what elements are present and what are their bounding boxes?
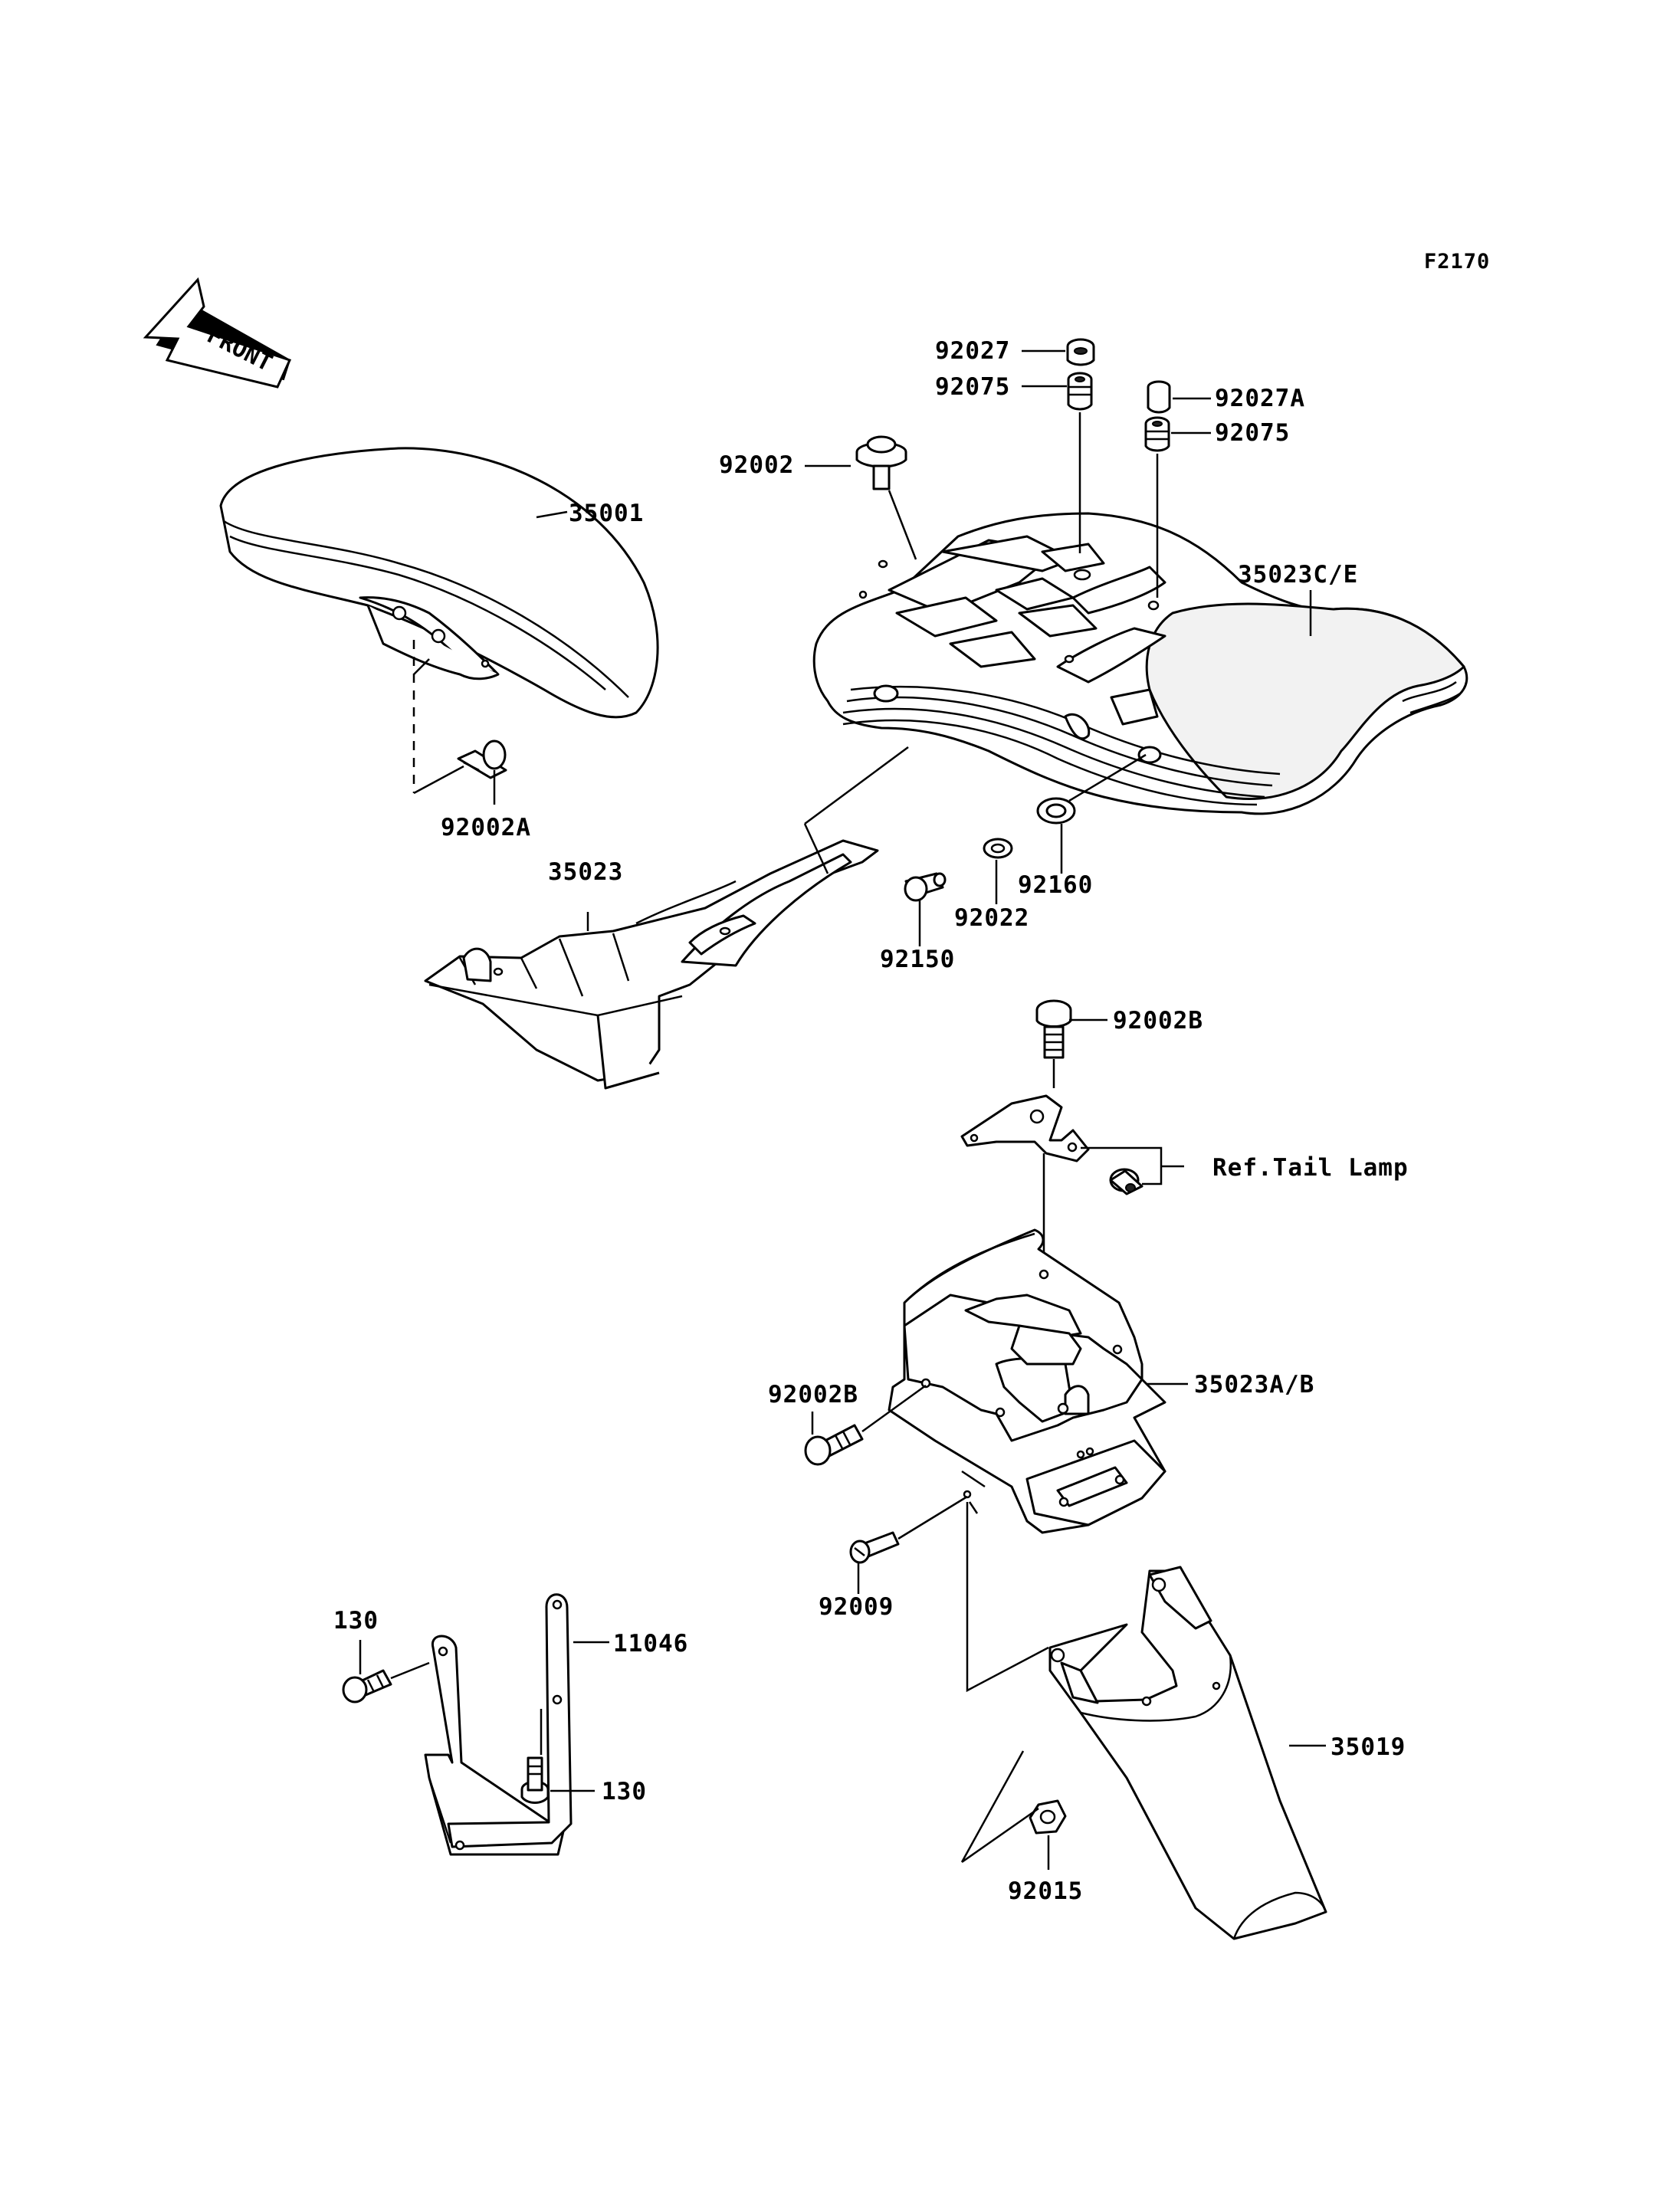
label-35023AB: 35023A/B [1194, 1371, 1314, 1399]
leader-35001 [536, 510, 568, 519]
leader-ref-tail-lamp [1081, 1146, 1184, 1185]
washer-92022-icon [983, 838, 1013, 859]
leader-92002-down [888, 490, 917, 560]
label-130-top: 130 [333, 1607, 379, 1635]
collar-92150-icon [904, 872, 947, 902]
inner-tray-35023 [424, 839, 879, 1090]
label-92009: 92009 [819, 1593, 894, 1621]
label-35023: 35023 [548, 858, 623, 886]
bolt-92002B-left-icon [804, 1424, 864, 1466]
leader-35019-top [966, 1502, 1049, 1693]
label-ref-tail-lamp: Ref.Tail Lamp [1212, 1154, 1409, 1182]
leader-92015-a [960, 1750, 1039, 1864]
label-92150: 92150 [880, 946, 955, 973]
label-130-bottom: 130 [602, 1778, 647, 1805]
damper-92075-b-icon [1144, 416, 1170, 452]
bolt-92002-icon [855, 435, 907, 490]
label-92027A: 92027A [1215, 385, 1305, 412]
screw-92009-icon [849, 1531, 900, 1564]
leader-130-top [390, 1661, 430, 1680]
label-92027: 92027 [935, 337, 1010, 365]
label-92022: 92022 [954, 904, 1029, 932]
label-35023CE: 35023C/E [1238, 561, 1358, 589]
bolt-130-top-icon [342, 1669, 392, 1703]
grommet-92160-icon [1036, 797, 1076, 825]
label-92075-a: 92075 [935, 373, 1010, 401]
label-35001: 35001 [569, 500, 644, 527]
label-92002B-left: 92002B [768, 1381, 858, 1408]
collar-92027A-icon [1147, 380, 1171, 414]
tail-housing-35023AB [888, 1228, 1166, 1534]
grommet-92027-icon [1066, 338, 1095, 366]
label-92015: 92015 [1008, 1877, 1083, 1905]
bracket-11046 [424, 1593, 573, 1856]
leader-35023-b [803, 823, 829, 874]
bolt-92002B-top-icon [1035, 999, 1072, 1059]
label-92002B-top: 92002B [1113, 1007, 1203, 1035]
leader-35023-a [804, 746, 909, 825]
leader-92002B-left-b [861, 1384, 927, 1433]
nut-92015-icon [1029, 1799, 1067, 1835]
leader-92009 [897, 1495, 968, 1540]
figure-code: F2170 [1424, 250, 1490, 274]
tail-lamp-bracket [960, 1094, 1090, 1162]
label-92075-b: 92075 [1215, 419, 1290, 447]
leader-92002A-b [413, 658, 464, 795]
label-92160: 92160 [1018, 871, 1093, 899]
leader-92160-up [1068, 753, 1147, 802]
rear-fender-35023CE [812, 512, 1468, 815]
front-fender-35001 [219, 447, 659, 719]
bolt-92002A-icon [457, 739, 507, 779]
label-92002A: 92002A [441, 814, 531, 841]
front-arrow-icon: FRONT [143, 277, 292, 389]
damper-92075-a-icon [1067, 372, 1093, 411]
label-11046: 11046 [613, 1630, 688, 1658]
label-92002: 92002 [719, 451, 794, 479]
bolt-130-bottom-icon [520, 1756, 550, 1804]
tail-lamp-nut-icon [1109, 1168, 1144, 1195]
label-35019: 35019 [1331, 1733, 1406, 1761]
mudguard-35019 [1048, 1566, 1327, 1940]
